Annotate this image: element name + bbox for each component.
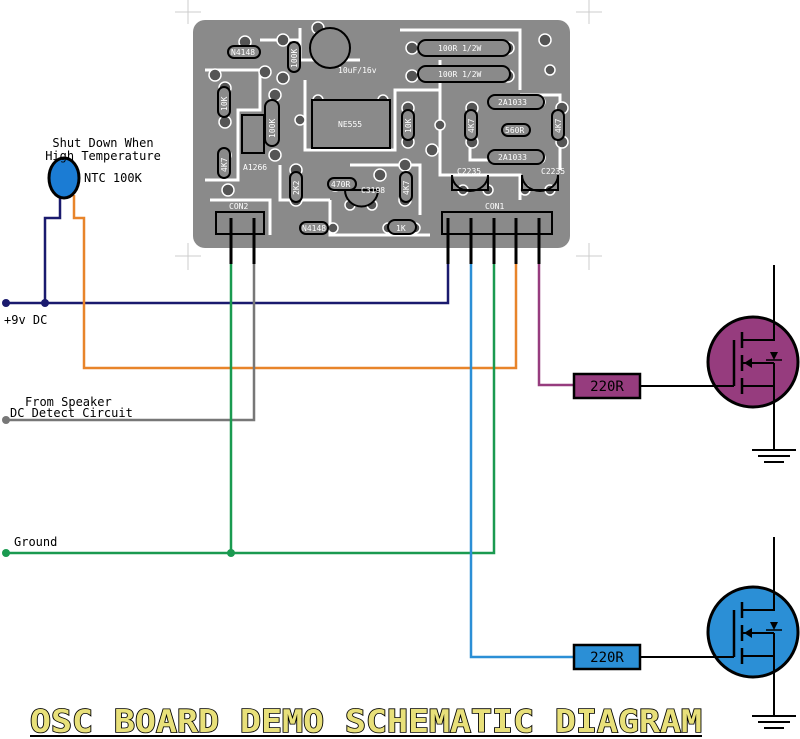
pcb-label-con2: CON2 (229, 202, 248, 211)
pcb-label-d2: N4148 (302, 224, 326, 233)
speaker-label-line1: From Speaker (25, 395, 112, 409)
gate-resistor-bottom (572, 643, 642, 671)
pcb-label-r10k-b: 10K (404, 118, 413, 133)
pcb-label-cap: 10uF/16v (338, 66, 377, 75)
pcb-label-r4k7-d: 4K7 (402, 180, 411, 195)
gate-drive-wire-bottom (469, 264, 574, 659)
ground-label: Ground (14, 535, 57, 549)
gate-resistor-top (572, 372, 642, 400)
ground-symbol-bottom (752, 708, 796, 729)
pcb-label-qc3198: C3198 (361, 186, 385, 195)
speaker-terminal (2, 416, 10, 424)
supply-wire (6, 264, 450, 305)
pcb-label-r560r: 560R (505, 126, 524, 135)
mosfet-top (706, 265, 800, 440)
pcb-label-r470r: 470R (331, 180, 350, 189)
gate-drive-wire-top (537, 264, 574, 387)
ntc-supply-lead (43, 195, 62, 303)
pcb-label-con1: CON1 (485, 202, 504, 211)
pcb-label-r10k-a: 10K (220, 96, 229, 111)
pcb-label-d1: N4148 (231, 48, 255, 57)
ntc-name-label: NTC 100K (84, 171, 143, 185)
pcb-label-ic: NE555 (338, 120, 362, 129)
supply-terminals (2, 299, 49, 307)
registration-marks (175, 0, 602, 270)
pcb-components (215, 27, 565, 235)
pcb-label-qc2235-a: C2235 (457, 167, 481, 176)
pcb-label-r4k7-c: 4K7 (220, 157, 229, 172)
pcb-label-q2a1033-a: 2A1033 (498, 98, 527, 107)
pcb-label-r100k-b: 100K (268, 119, 277, 138)
pcb-label-r100r-a: 100R 1/2W (438, 44, 482, 53)
pcb-label-qa1266: A1266 (243, 163, 267, 172)
connector-pins (229, 218, 541, 264)
gate-resistor-top-label: 220R (590, 379, 624, 395)
gate-resistor-bottom-label: 220R (590, 650, 624, 666)
ntc-note-line2: High Temperature (45, 149, 161, 163)
supply-label: +9v DC (4, 313, 47, 327)
pcb-label-r100k: 100K (290, 49, 299, 68)
pcb-board: N4148 100K 10uF/16v 100R 1/2W 100R 1/2W … (193, 20, 570, 248)
pcb-label-r2k2: 2K2 (292, 180, 301, 195)
ground-symbol-top (752, 440, 796, 463)
pcb-label-r4k7-b: 4K7 (554, 118, 563, 133)
diagram-title: OSC BOARD DEMO SCHEMATIC DIAGRAM (30, 704, 702, 739)
speaker-label-line2: DC Detect Circuit (10, 406, 133, 420)
ntc-signal-wire (72, 195, 518, 370)
pcb-label-r1k: 1K (396, 224, 406, 233)
pcb-label-r4k7-a: 4K7 (467, 118, 476, 133)
ntc-note-line1: Shut Down When (52, 136, 153, 150)
ground-terminals (2, 549, 235, 557)
pcb-label-q2a1033-b: 2A1033 (498, 153, 527, 162)
mosfet-bottom (706, 537, 800, 708)
ntc-thermistor (47, 156, 81, 200)
speaker-detect-wire (6, 264, 256, 422)
ground-wire (6, 264, 496, 555)
pcb-label-r100r-b: 100R 1/2W (438, 70, 482, 79)
pcb-label-qc2235-b: C2235 (541, 167, 565, 176)
